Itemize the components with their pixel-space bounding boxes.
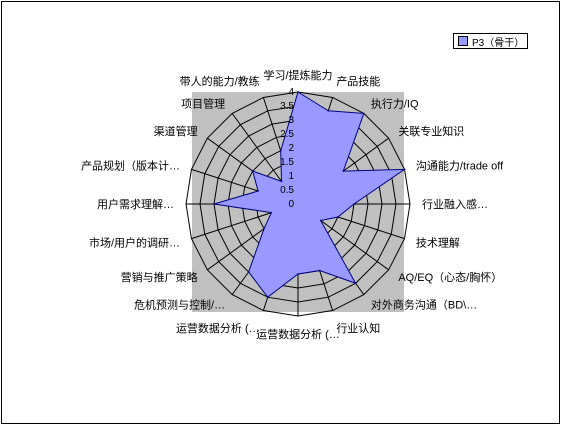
data-point — [297, 273, 299, 275]
tick-label: 2.5 — [280, 129, 294, 140]
data-point — [342, 170, 345, 172]
data-point — [279, 149, 282, 152]
category-label: 运营数据分析 (… — [176, 321, 260, 335]
tick-label: 2 — [288, 143, 294, 154]
category-label: 市场/用户的调研… — [89, 235, 180, 249]
tick-label: 0 — [288, 199, 294, 210]
radial-tick-labels: 0 0.5 1 1.5 2 2.5 3 3.5 4 — [280, 87, 294, 210]
category-label: 执行力/IQ — [371, 97, 419, 111]
data-point — [266, 296, 269, 299]
category-label: 关联专业知识 — [398, 124, 464, 138]
category-label: 产品规划（版本计… — [81, 159, 180, 173]
data-point — [318, 269, 321, 272]
category-label: 沟通能力/trade off — [416, 159, 504, 173]
category-label: 运营数据分析 (… — [256, 327, 340, 341]
data-point — [353, 203, 355, 205]
data-point — [297, 91, 299, 93]
tick-label: 3 — [288, 115, 294, 126]
category-label: AQ/EQ（心态/胸怀） — [398, 270, 502, 284]
category-label: 对外商务沟通（BD\… — [371, 297, 477, 311]
data-point — [257, 190, 259, 192]
category-label: 行业融入感… — [422, 198, 488, 211]
data-point — [337, 216, 339, 218]
tick-label: 4 — [288, 87, 294, 98]
data-point — [363, 112, 365, 115]
data-point — [354, 282, 357, 285]
series-layer — [213, 91, 407, 299]
category-label: 营销与推广策略 — [121, 270, 198, 284]
tick-label: 1.5 — [280, 157, 294, 168]
legend: P3（骨干） — [453, 33, 528, 49]
data-point — [213, 203, 215, 205]
data-point — [270, 211, 273, 214]
data-point — [247, 271, 250, 273]
category-label: 带人的能力/教练 — [180, 74, 260, 88]
category-label: 项目管理 — [181, 97, 225, 111]
data-point — [319, 219, 322, 222]
tick-label: 3.5 — [280, 101, 294, 112]
data-point — [280, 180, 283, 183]
tick-label: 0.5 — [280, 185, 294, 196]
data-point — [263, 227, 265, 230]
legend-series-name: P3（骨干） — [472, 37, 525, 49]
category-label: 渠道管理 — [154, 124, 198, 138]
data-point — [251, 170, 254, 172]
category-label: 技术理解 — [416, 235, 460, 249]
category-label: 学习/提炼能力 — [263, 68, 332, 82]
data-point — [327, 109, 330, 112]
data-point — [403, 168, 406, 171]
category-label: 危机预测与控制/… — [134, 297, 225, 311]
category-label: 产品技能 — [336, 74, 380, 88]
category-label: 用户需求理解… — [97, 197, 174, 211]
legend-swatch — [458, 36, 468, 46]
tick-label: 1 — [288, 171, 294, 182]
category-label: 行业认知 — [336, 321, 380, 335]
